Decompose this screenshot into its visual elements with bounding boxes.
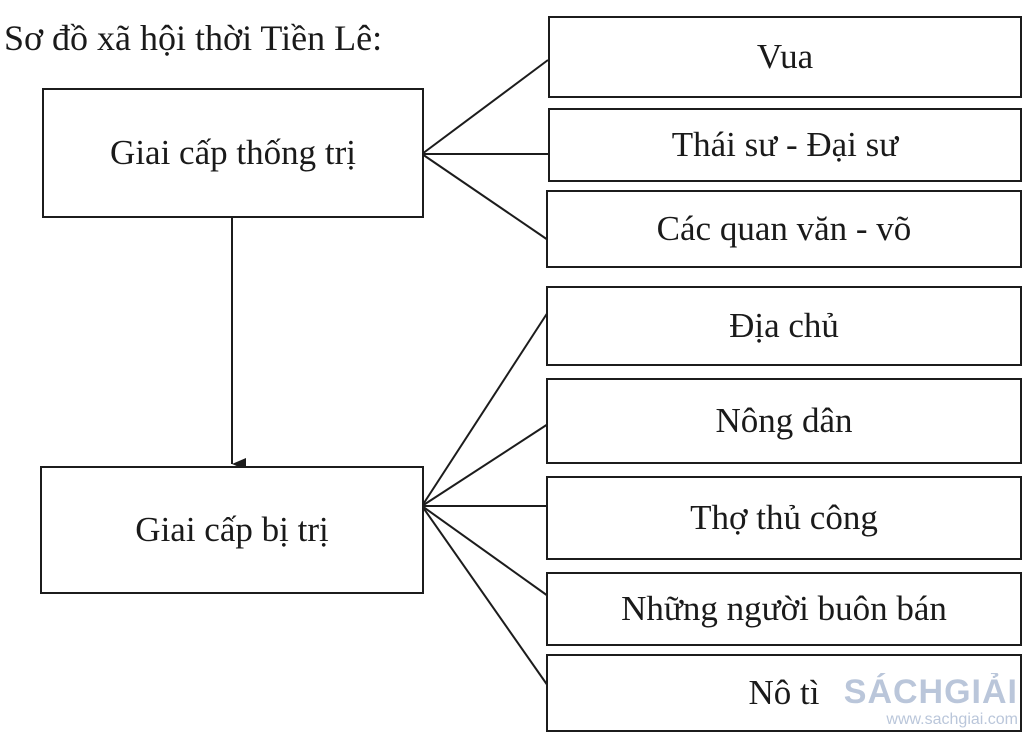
ruled-member-label: Nô tì: [748, 673, 820, 712]
watermark-logo: SÁCHGIẢI: [843, 673, 1018, 711]
ruling-member-label: Thái sư - Đại sư: [671, 125, 899, 164]
ruled-member-label: Những người buôn bán: [621, 589, 947, 628]
connector-ruling-vua: [421, 59, 549, 155]
ruled-member-box-buon-ban: Những người buôn bán: [546, 572, 1022, 646]
ruled-member-label: Nông dân: [715, 401, 853, 440]
connector-ruled-dia-chu: [421, 311, 549, 507]
watermark-url: www.sachgiai.com: [886, 711, 1018, 728]
ruled-member-box-nong-dan: Nông dân: [546, 378, 1022, 464]
ruled-class-box: Giai cấp bị trị: [40, 466, 424, 594]
connector-ruled-nong-dan: [421, 423, 549, 507]
connector-ruling-quan: [421, 153, 549, 241]
ruling-member-box-quan: Các quan văn - võ: [546, 190, 1022, 268]
ruled-member-label: Thợ thủ công: [690, 498, 878, 537]
ruled-member-box-tho: Thợ thủ công: [546, 476, 1022, 560]
ruled-member-box-dia-chu: Địa chủ: [546, 286, 1022, 366]
ruling-member-box-thai-su: Thái sư - Đại sư: [548, 108, 1022, 182]
ruling-class-label: Giai cấp thống trị: [110, 133, 356, 172]
ruling-member-box-vua: Vua: [548, 16, 1022, 98]
diagram-title: Sơ đồ xã hội thời Tiền Lê:: [4, 18, 383, 58]
ruled-member-label: Địa chủ: [729, 306, 839, 345]
ruled-class-label: Giai cấp bị trị: [135, 510, 329, 549]
ruling-member-label: Các quan văn - võ: [656, 209, 912, 248]
connector-ruled-buon-ban: [421, 505, 549, 597]
ruling-class-box: Giai cấp thống trị: [42, 88, 424, 218]
watermark: SÁCHGIẢI www.sachgiai.com: [844, 673, 1018, 729]
ruling-member-label: Vua: [756, 37, 814, 76]
connector-ruled-no-ti: [421, 505, 549, 687]
ruled-member-box-no-ti: Nô tì: [546, 654, 1022, 732]
